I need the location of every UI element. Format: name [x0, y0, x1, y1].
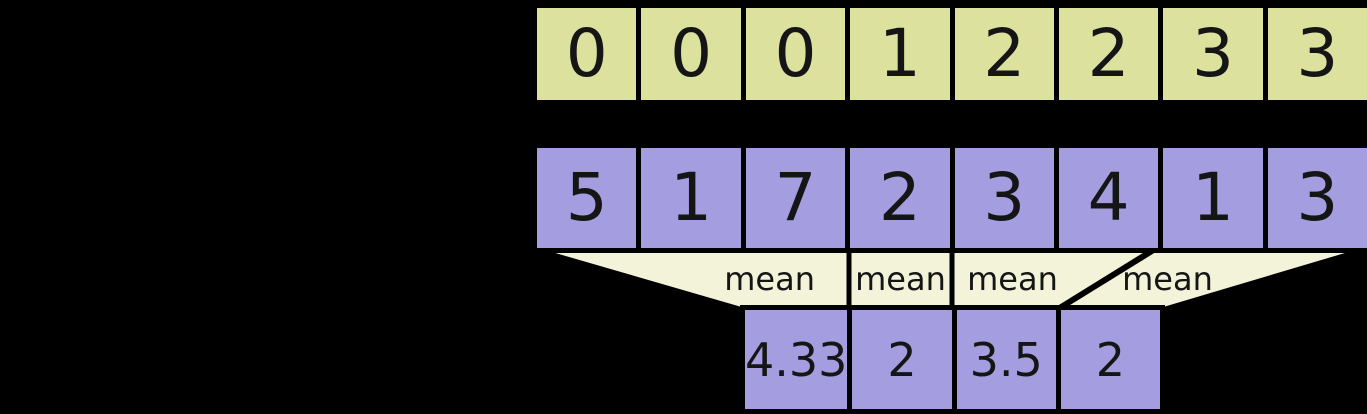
- data-cell-3: 2: [850, 148, 950, 248]
- segment-ids-row: 0 0 0 1 2 2 3 3: [532, 3, 1367, 105]
- result-cell-2: 3.5: [956, 310, 1056, 409]
- data-cell-4: 3: [954, 148, 1054, 248]
- result-row: 4.33 2 3.5 2: [740, 305, 1165, 414]
- data-cell-0: 5: [537, 148, 637, 248]
- data-row: 5 1 7 2 3 4 1 3: [532, 143, 1367, 253]
- mean-label-1: mean: [855, 260, 946, 298]
- data-cell-1: 1: [641, 148, 741, 248]
- data-cell-5: 4: [1058, 148, 1159, 248]
- segment-id-cell-4: 2: [954, 8, 1054, 100]
- result-cell-3: 2: [1060, 310, 1160, 409]
- segment-id-cell-5: 2: [1058, 8, 1159, 100]
- result-cell-0: 4.33: [745, 310, 848, 409]
- data-cell-7: 3: [1267, 148, 1367, 248]
- mean-label-0: mean: [724, 260, 815, 298]
- funnel-divider-3: [1056, 246, 1157, 312]
- segment-id-cell-1: 0: [641, 8, 741, 100]
- segment-id-cell-2: 0: [745, 8, 846, 100]
- segment-id-cell-6: 3: [1163, 8, 1263, 100]
- segment-id-cell-0: 0: [537, 8, 637, 100]
- mean-label-3: mean: [1122, 260, 1213, 298]
- mean-label-2: mean: [967, 260, 1058, 298]
- data-cell-2: 7: [745, 148, 846, 248]
- segment-id-cell-3: 1: [850, 8, 950, 100]
- result-cell-1: 2: [852, 310, 952, 409]
- segment-id-cell-7: 3: [1267, 8, 1367, 100]
- data-cell-6: 1: [1163, 148, 1263, 248]
